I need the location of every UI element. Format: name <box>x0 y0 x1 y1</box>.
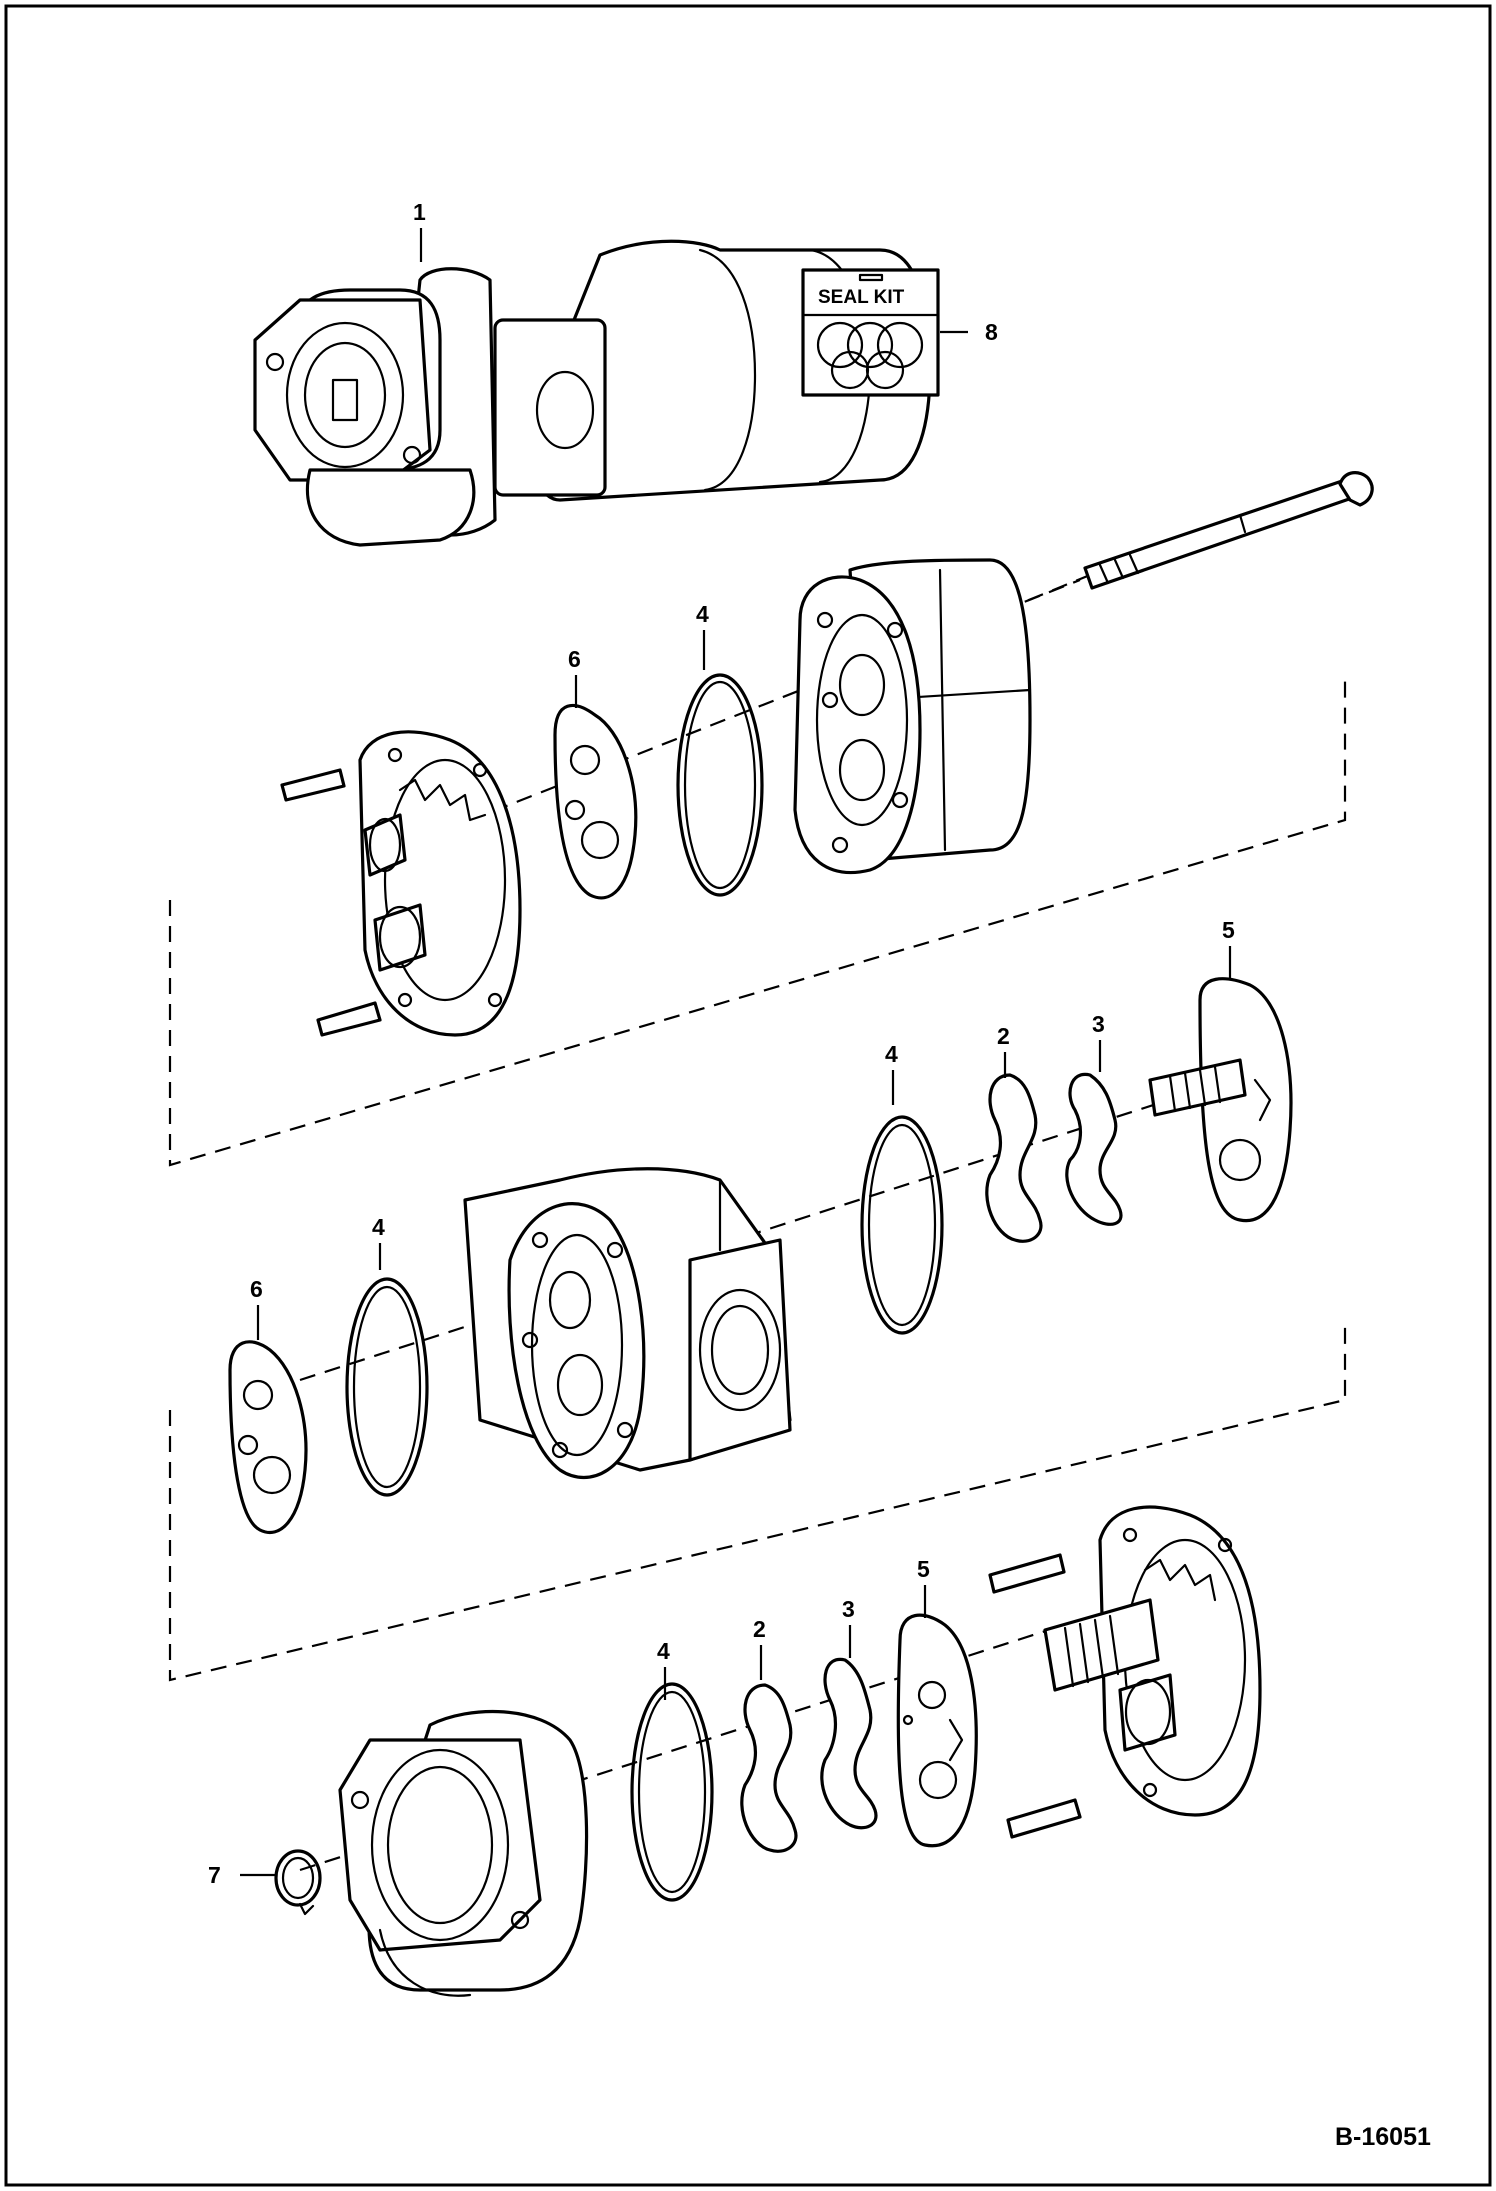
front-gear-housing <box>358 730 522 1037</box>
callout-4c: 4 <box>372 1214 385 1240</box>
callout-3b: 3 <box>842 1596 855 1622</box>
callout-3a: 3 <box>1092 1011 1105 1037</box>
callout-5a: 5 <box>1222 917 1235 943</box>
ring-seal-4-middle-left <box>345 1277 429 1497</box>
seal-2-lower <box>740 1683 798 1853</box>
wear-plate-6-middle <box>228 1340 308 1535</box>
dowel-pin-lower <box>316 1001 382 1037</box>
diagram-frame <box>4 4 1492 2187</box>
dowel-pin-lower-right-upper <box>988 1553 1066 1594</box>
callout-6b: 6 <box>250 1276 263 1302</box>
shaft-plate-5-upper <box>1148 977 1293 1223</box>
callout-6a: 6 <box>568 646 581 672</box>
seal-3-lower <box>820 1657 878 1830</box>
center-body-section <box>463 1167 792 1480</box>
ring-seal-4-upper <box>676 673 764 897</box>
mounting-flange-housing <box>338 1709 589 1997</box>
figure-reference-number: B-16051 <box>1335 2123 1431 2151</box>
callout-2b: 2 <box>753 1616 766 1642</box>
wear-plate-6-upper <box>553 704 638 900</box>
callout-1: 1 <box>413 199 426 225</box>
rear-body-section <box>793 558 1032 875</box>
ring-seal-4-middle-left-inner <box>352 1285 422 1489</box>
dowel-pin-lower-right-lower <box>1006 1798 1082 1839</box>
callout-4b: 4 <box>885 1041 898 1067</box>
callout-4a: 4 <box>696 601 709 627</box>
ring-seal-4-upper-inner <box>683 680 757 890</box>
assembly-line-lower <box>168 1320 1347 1682</box>
callout-2a: 2 <box>997 1023 1010 1049</box>
retaining-ring-7 <box>274 1849 322 1916</box>
seal-2-upper <box>985 1073 1043 1243</box>
pump-assembly <box>253 239 932 547</box>
tie-bolt <box>1083 471 1374 590</box>
ring-seal-4-middle-right-inner <box>867 1123 937 1327</box>
shaft-centerline-upper <box>419 578 1081 842</box>
rear-gear-housing <box>1043 1505 1262 1817</box>
shaft-plate-5-lower <box>896 1613 978 1848</box>
callout-5b: 5 <box>917 1556 930 1582</box>
callout-8: 8 <box>985 319 998 345</box>
ring-seal-4-middle-right <box>860 1115 944 1335</box>
ring-seal-4-lower-inner <box>637 1690 707 1894</box>
callout-4d: 4 <box>657 1638 670 1664</box>
dowel-pin-upper <box>280 768 346 802</box>
seal-kit-label: SEAL KIT <box>818 287 905 308</box>
seal-3-upper <box>1065 1072 1123 1226</box>
seal-kit-card: SEAL KIT <box>801 268 940 397</box>
assembly-line-upper <box>168 680 1347 1167</box>
bolt-centerline <box>979 573 1091 622</box>
callout-7: 7 <box>208 1862 221 1888</box>
ring-seal-4-lower <box>630 1682 714 1902</box>
